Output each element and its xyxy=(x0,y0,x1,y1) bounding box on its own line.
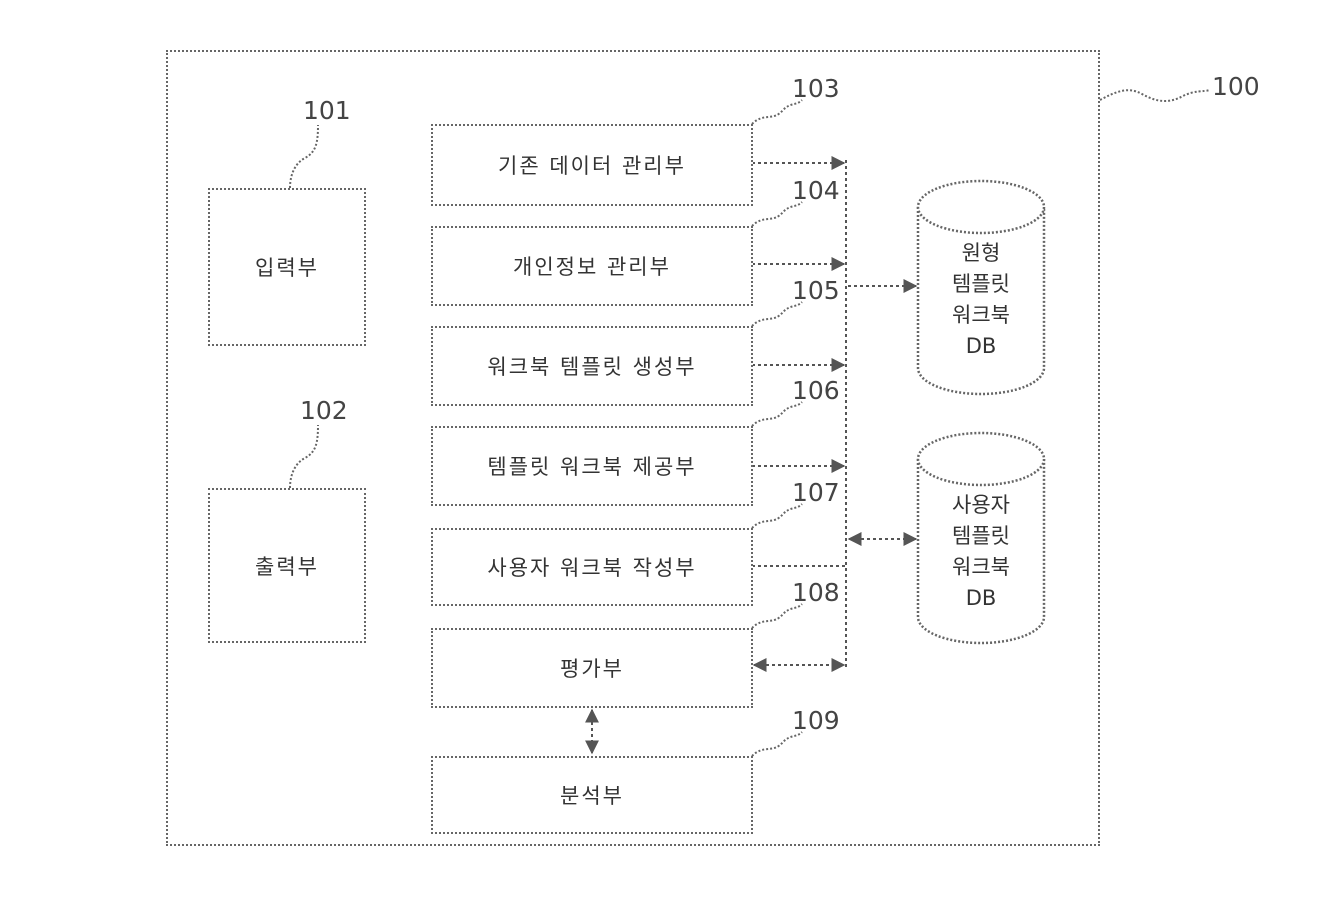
module-103-box: 기존 데이터 관리부 xyxy=(431,124,753,206)
ref-104: 104 xyxy=(792,176,840,205)
database-1-line-4: DB xyxy=(918,331,1044,362)
database-1-line-2: 템플릿 xyxy=(918,269,1044,300)
ref-107: 107 xyxy=(792,478,840,507)
module-105-box: 워크북 템플릿 생성부 xyxy=(431,326,753,406)
ref-100: 100 xyxy=(1212,72,1260,101)
module-107-label: 사용자 워크북 작성부 xyxy=(487,552,696,582)
ref-101: 101 xyxy=(303,96,351,125)
database-2-line-2: 템플릿 xyxy=(918,521,1044,552)
ref-105: 105 xyxy=(792,276,840,305)
module-103-label: 기존 데이터 관리부 xyxy=(498,150,686,180)
module-104-box: 개인정보 관리부 xyxy=(431,226,753,306)
ref-102: 102 xyxy=(300,396,348,425)
leader-100 xyxy=(1100,90,1210,101)
module-108-box: 평가부 xyxy=(431,628,753,708)
module-105-label: 워크북 템플릿 생성부 xyxy=(487,351,696,381)
input-unit-box: 입력부 xyxy=(208,188,366,346)
database-1-label: 원형 템플릿 워크북 DB xyxy=(918,238,1044,362)
output-unit-label: 출력부 xyxy=(255,551,319,581)
database-2-line-4: DB xyxy=(918,583,1044,614)
module-107-box: 사용자 워크북 작성부 xyxy=(431,528,753,606)
ref-108: 108 xyxy=(792,578,840,607)
ref-106: 106 xyxy=(792,376,840,405)
ref-109: 109 xyxy=(792,706,840,735)
database-2-line-3: 워크북 xyxy=(918,552,1044,583)
output-unit-box: 출력부 xyxy=(208,488,366,643)
database-2-line-1: 사용자 xyxy=(918,490,1044,521)
module-104-label: 개인정보 관리부 xyxy=(513,251,671,281)
module-106-label: 템플릿 워크북 제공부 xyxy=(487,451,696,481)
database-2-label: 사용자 템플릿 워크북 DB xyxy=(918,490,1044,614)
module-106-box: 템플릿 워크북 제공부 xyxy=(431,426,753,506)
ref-103: 103 xyxy=(792,74,840,103)
input-unit-label: 입력부 xyxy=(255,252,319,282)
database-1-line-3: 워크북 xyxy=(918,300,1044,331)
module-109-label: 분석부 xyxy=(560,780,624,810)
module-109-box: 분석부 xyxy=(431,756,753,834)
module-108-label: 평가부 xyxy=(560,653,624,683)
database-1-line-1: 원형 xyxy=(918,238,1044,269)
